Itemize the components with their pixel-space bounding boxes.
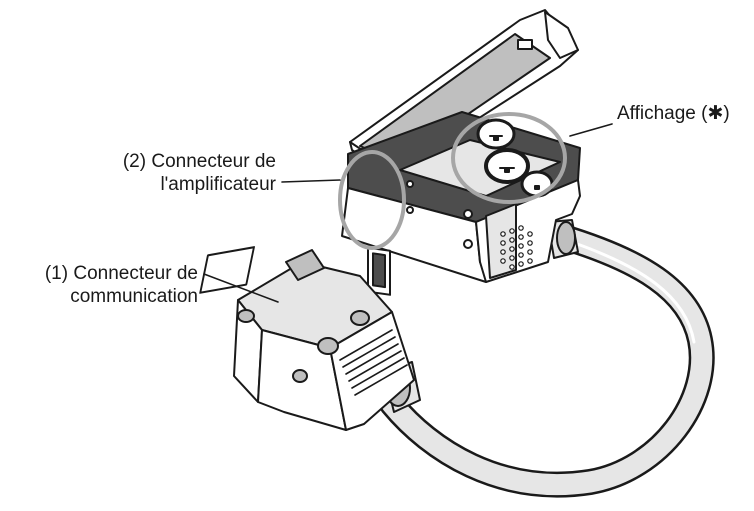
display-callout: Affichage (✱) [617, 102, 730, 125]
dsub-flange [285, 249, 325, 281]
button-middle-icon [484, 148, 530, 184]
amplifier-connector-highlight-ring [338, 150, 406, 250]
leader-communication-connector [203, 273, 279, 303]
dsub-screw-front [317, 337, 339, 355]
amplifier-unit [341, 9, 581, 296]
display-buttons [476, 118, 554, 198]
front-screw-top [406, 180, 414, 188]
lid-latch [544, 11, 579, 59]
dsub-screw-side [292, 369, 308, 383]
amplifier-connector-callout-line1: (2) Connecteur de [122, 151, 276, 172]
amplifier-connector-callout: (2) Connecteur de l'amplificateur [96, 150, 276, 196]
button-top-icon [476, 118, 516, 150]
communication-connector-callout-line2: communication [70, 286, 198, 307]
dsub-grip-ridges [339, 329, 408, 396]
side-hole-2 [463, 239, 473, 249]
dsub-screw-left [237, 309, 255, 323]
communication-connector [199, 246, 415, 431]
front-screw-bottom [406, 206, 414, 214]
communication-connector-callout-line1: (1) Connecteur de [44, 263, 198, 284]
amplifier-connector-callout-line2: l'amplificateur [160, 174, 276, 195]
display-callout-text: Affichage (✱) [617, 103, 730, 124]
leader-amplifier-connector [281, 179, 341, 183]
amplifier-cable-grommet [556, 221, 576, 255]
side-clip [485, 203, 517, 279]
dsub-label-area [199, 246, 255, 294]
vent-grid [500, 225, 533, 270]
leader-display [569, 123, 613, 137]
lid-latch-slot [517, 39, 533, 50]
display-highlight-ring [451, 112, 567, 204]
dsub-body-side [329, 311, 415, 431]
communication-connector-callout: (1) Connecteur de communication [2, 262, 198, 308]
dsub-screw-right [350, 310, 370, 326]
cable-fill [381, 225, 713, 496]
side-hole-1 [463, 209, 473, 219]
amplifier-connector-pins [372, 252, 386, 289]
cable-highlight [564, 238, 696, 344]
